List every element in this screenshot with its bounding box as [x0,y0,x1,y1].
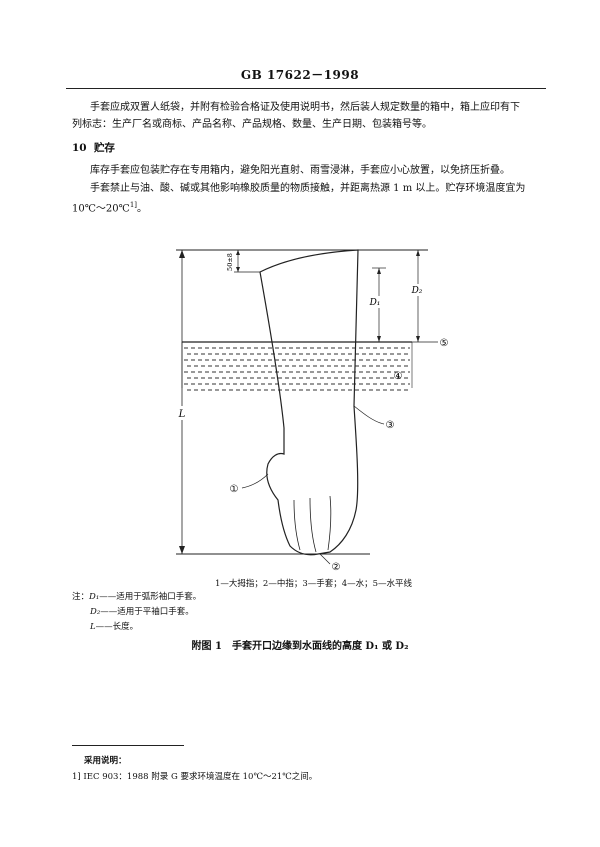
finger-line [309,497,317,553]
section-heading: 10 贮存 [72,140,115,155]
section-number: 10 [72,142,87,154]
finger-line [327,495,332,551]
footnote-title: 采用说明： [84,756,127,766]
header-rule [66,88,546,89]
packaging-line-2: 列标志：生产厂名或商标、产品名称、产品规格、数量、生产日期、包装箱号等。 [72,119,432,130]
dim-50-label: 50±8 [226,253,234,271]
callout-1: ① [230,484,239,495]
note-d1-text: ——适用于弧形袖口手套。 [99,592,202,602]
d1-label: D₁ [369,298,381,308]
figure-caption: 附图 1 手套开口边缘到水面线的高度 D₁ 或 D₂ [191,641,409,652]
footnote-ref: 1] [129,201,138,209]
section-title: 贮存 [93,142,115,154]
d2-label: D₂ [411,286,423,296]
water-region [181,341,413,391]
note-d1: 注：D₁——适用于弧形袖口手套。 [72,590,201,602]
packaging-line-1: 手套应成双置人纸袋，并附有检验合格证及使用说明书，然后装人规定数量的箱中，箱上应… [90,102,520,113]
figure-legend: 1—大拇指；2—中指；3—手套；4—水；5—水平线 [215,579,413,589]
storage-para-2-line-1: 手套禁止与油、酸、碱或其他影响橡胶质量的物质接触，并距离热源 1 m 以上。贮存… [90,183,526,194]
callout-5: ⑤ [440,338,449,349]
note-d2-key: D₂ [90,607,101,617]
callout-4: ④ [394,371,403,382]
note-prefix: 注： [72,592,90,602]
note-d2-text: ——适用于平袖口手套。 [100,607,194,617]
glove-test-figure: L 50±8 D₁ D₂ ⑤ ④ ③ ① ② [174,249,449,573]
callout-2: ② [332,562,341,573]
standard-number: GB 17622－1998 [240,68,360,82]
footnote-rule [72,745,184,746]
temperature-range: 10℃～20℃ [72,203,130,215]
glove-outline [259,249,359,556]
period: 。 [137,203,148,215]
note-l-text: ——长度。 [95,622,139,632]
note-l-key: L [90,622,96,632]
note-d2: D₂——适用于平袖口手套。 [90,605,194,617]
storage-para-1: 库存手套应包装贮存在专用箱内，避免阳光直射、雨雪浸淋，手套应小心放置，以免挤压折… [90,165,510,176]
note-d1-key: D₁ [89,592,100,602]
finger-line [293,499,301,551]
storage-para-2-line-2: 10℃～20℃1]。 [72,197,147,217]
callout-3: ③ [386,420,395,431]
note-l: L——长度。 [90,620,138,632]
footnote-text: 1] IEC 903：1988 附录 G 要求环境温度在 10℃～21℃之间。 [72,772,318,782]
length-label: L [178,409,186,420]
